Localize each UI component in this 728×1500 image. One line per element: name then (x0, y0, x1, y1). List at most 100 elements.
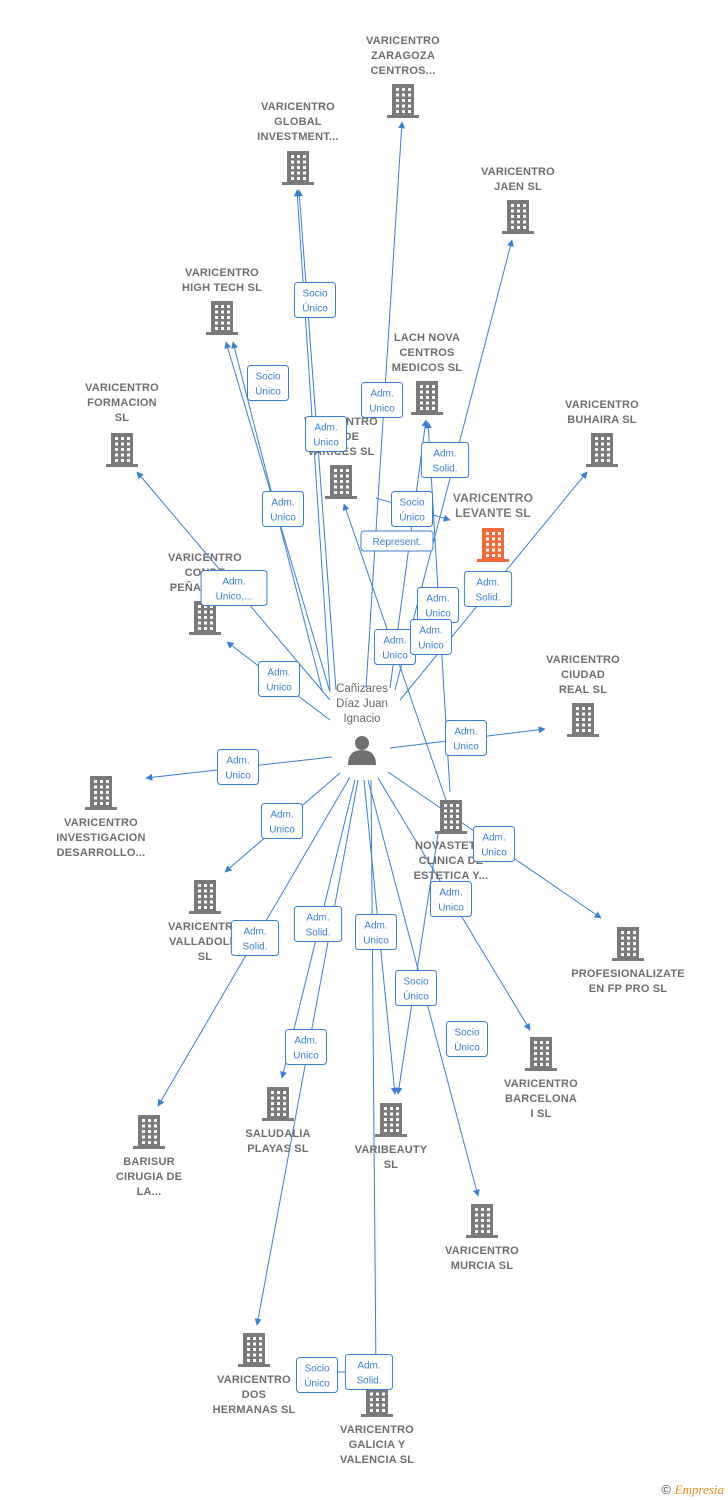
node-label-line: VARICENTRO (261, 101, 335, 113)
node-label-line: VARICENTRO (453, 491, 533, 505)
relation-label-ciudadreal[interactable]: Adm.Unico (445, 720, 487, 756)
relation-label-jaen[interactable]: Adm.Solid. (420, 442, 470, 478)
building-window (382, 1392, 385, 1396)
building-window (121, 448, 124, 451)
relation-label-lach[interactable]: Adm.Unico (417, 587, 459, 623)
relation-label-hightech[interactable]: Adm.Unico (262, 491, 304, 527)
building-window (390, 1129, 393, 1132)
building-window (210, 616, 213, 619)
building-window (148, 1135, 151, 1139)
relation-label-lach[interactable]: Adm.Unico (410, 619, 452, 655)
building-window (426, 385, 429, 388)
building-window (396, 93, 399, 97)
relation-label-buhaira[interactable]: Adm.Solid. (463, 571, 513, 607)
company-node-investigacion[interactable]: VARICENTROINVESTIGACIONDESARROLLO... (56, 776, 145, 859)
node-label-line: VARICENTRO (85, 382, 159, 394)
building-window (382, 1398, 385, 1401)
footer-brand[interactable]: © Empresia (661, 1482, 724, 1498)
relation-label-saludalia[interactable]: Adm.Solid. (293, 906, 343, 942)
building-window (340, 491, 343, 494)
building-window (210, 900, 213, 904)
relation-label-text: Socio (399, 498, 424, 509)
relation-label-text: Adm. (439, 888, 462, 899)
relation-label-investigacion[interactable]: Adm.Unico (217, 749, 259, 785)
relation-label-global[interactable]: Adm.Unico (305, 416, 347, 452)
relation-label-dosHermanas[interactable]: Adm.Unico (285, 1029, 327, 1065)
node-label-line: GALICIA Y (349, 1439, 406, 1451)
building-base (466, 1235, 498, 1238)
relation-label-text: Unico (293, 1051, 319, 1062)
building-base (238, 1364, 270, 1367)
building-window (627, 942, 630, 945)
relation-label-barcelona[interactable]: Adm.Unico (430, 881, 472, 917)
relation-label-text: Unico,... (216, 592, 253, 603)
building-window (523, 204, 526, 207)
building-window (426, 390, 429, 394)
building-window (221, 305, 224, 308)
building-icon (262, 1087, 294, 1121)
building-window (346, 491, 349, 494)
building-icon (325, 465, 357, 499)
relation-label-varices[interactable]: Represent. (360, 530, 434, 552)
relation-label-profesionalizate[interactable]: Adm.Unico (473, 826, 515, 862)
company-node-zaragoza[interactable]: VARICENTROZARAGOZACENTROS... (366, 35, 440, 118)
node-label-line: GLOBAL (274, 116, 322, 128)
company-node-global[interactable]: VARICENTROGLOBALINVESTMENT... (257, 101, 339, 185)
building-window (94, 796, 97, 800)
building-window (142, 1124, 145, 1128)
node-label-line: DESARROLLO... (57, 847, 146, 859)
building-window (154, 1130, 157, 1133)
building-window (534, 1046, 537, 1050)
node-label-line: HERMANAS SL (213, 1404, 296, 1416)
building-window (540, 1052, 543, 1055)
building-window (198, 900, 201, 904)
building-window (210, 906, 213, 909)
building-window (204, 627, 207, 630)
building-window (204, 906, 207, 909)
node-label-line: Díaz Juan (336, 698, 388, 710)
relation-label-conde[interactable]: Adm.Unico (258, 661, 300, 697)
building-window (481, 1208, 484, 1211)
relation-label-text: Solid. (475, 593, 500, 604)
node-label-line: VARICENTRO (168, 921, 242, 933)
relation-label-text: Unico (269, 825, 295, 836)
building-window (517, 215, 520, 218)
building-window (376, 1409, 379, 1412)
relation-label-valladolid[interactable]: Adm.Unico (261, 803, 303, 839)
relation-label-formacion[interactable]: Adm.Unico,... (200, 570, 268, 606)
relation-label-varibeauty[interactable]: Adm.Unico (355, 914, 397, 950)
building-base (375, 1134, 407, 1137)
relation-label-text: Solid. (432, 464, 457, 475)
building-window (492, 548, 495, 552)
relation-label-varices[interactable]: Adm.Unico (374, 629, 416, 665)
relation-label-galicia[interactable]: Adm.Solid. (344, 1354, 394, 1390)
building-icon (387, 84, 419, 118)
relation-label-barisur[interactable]: Adm.Solid. (230, 920, 280, 956)
relation-label-zaragoza[interactable]: Adm.Unico (361, 382, 403, 418)
